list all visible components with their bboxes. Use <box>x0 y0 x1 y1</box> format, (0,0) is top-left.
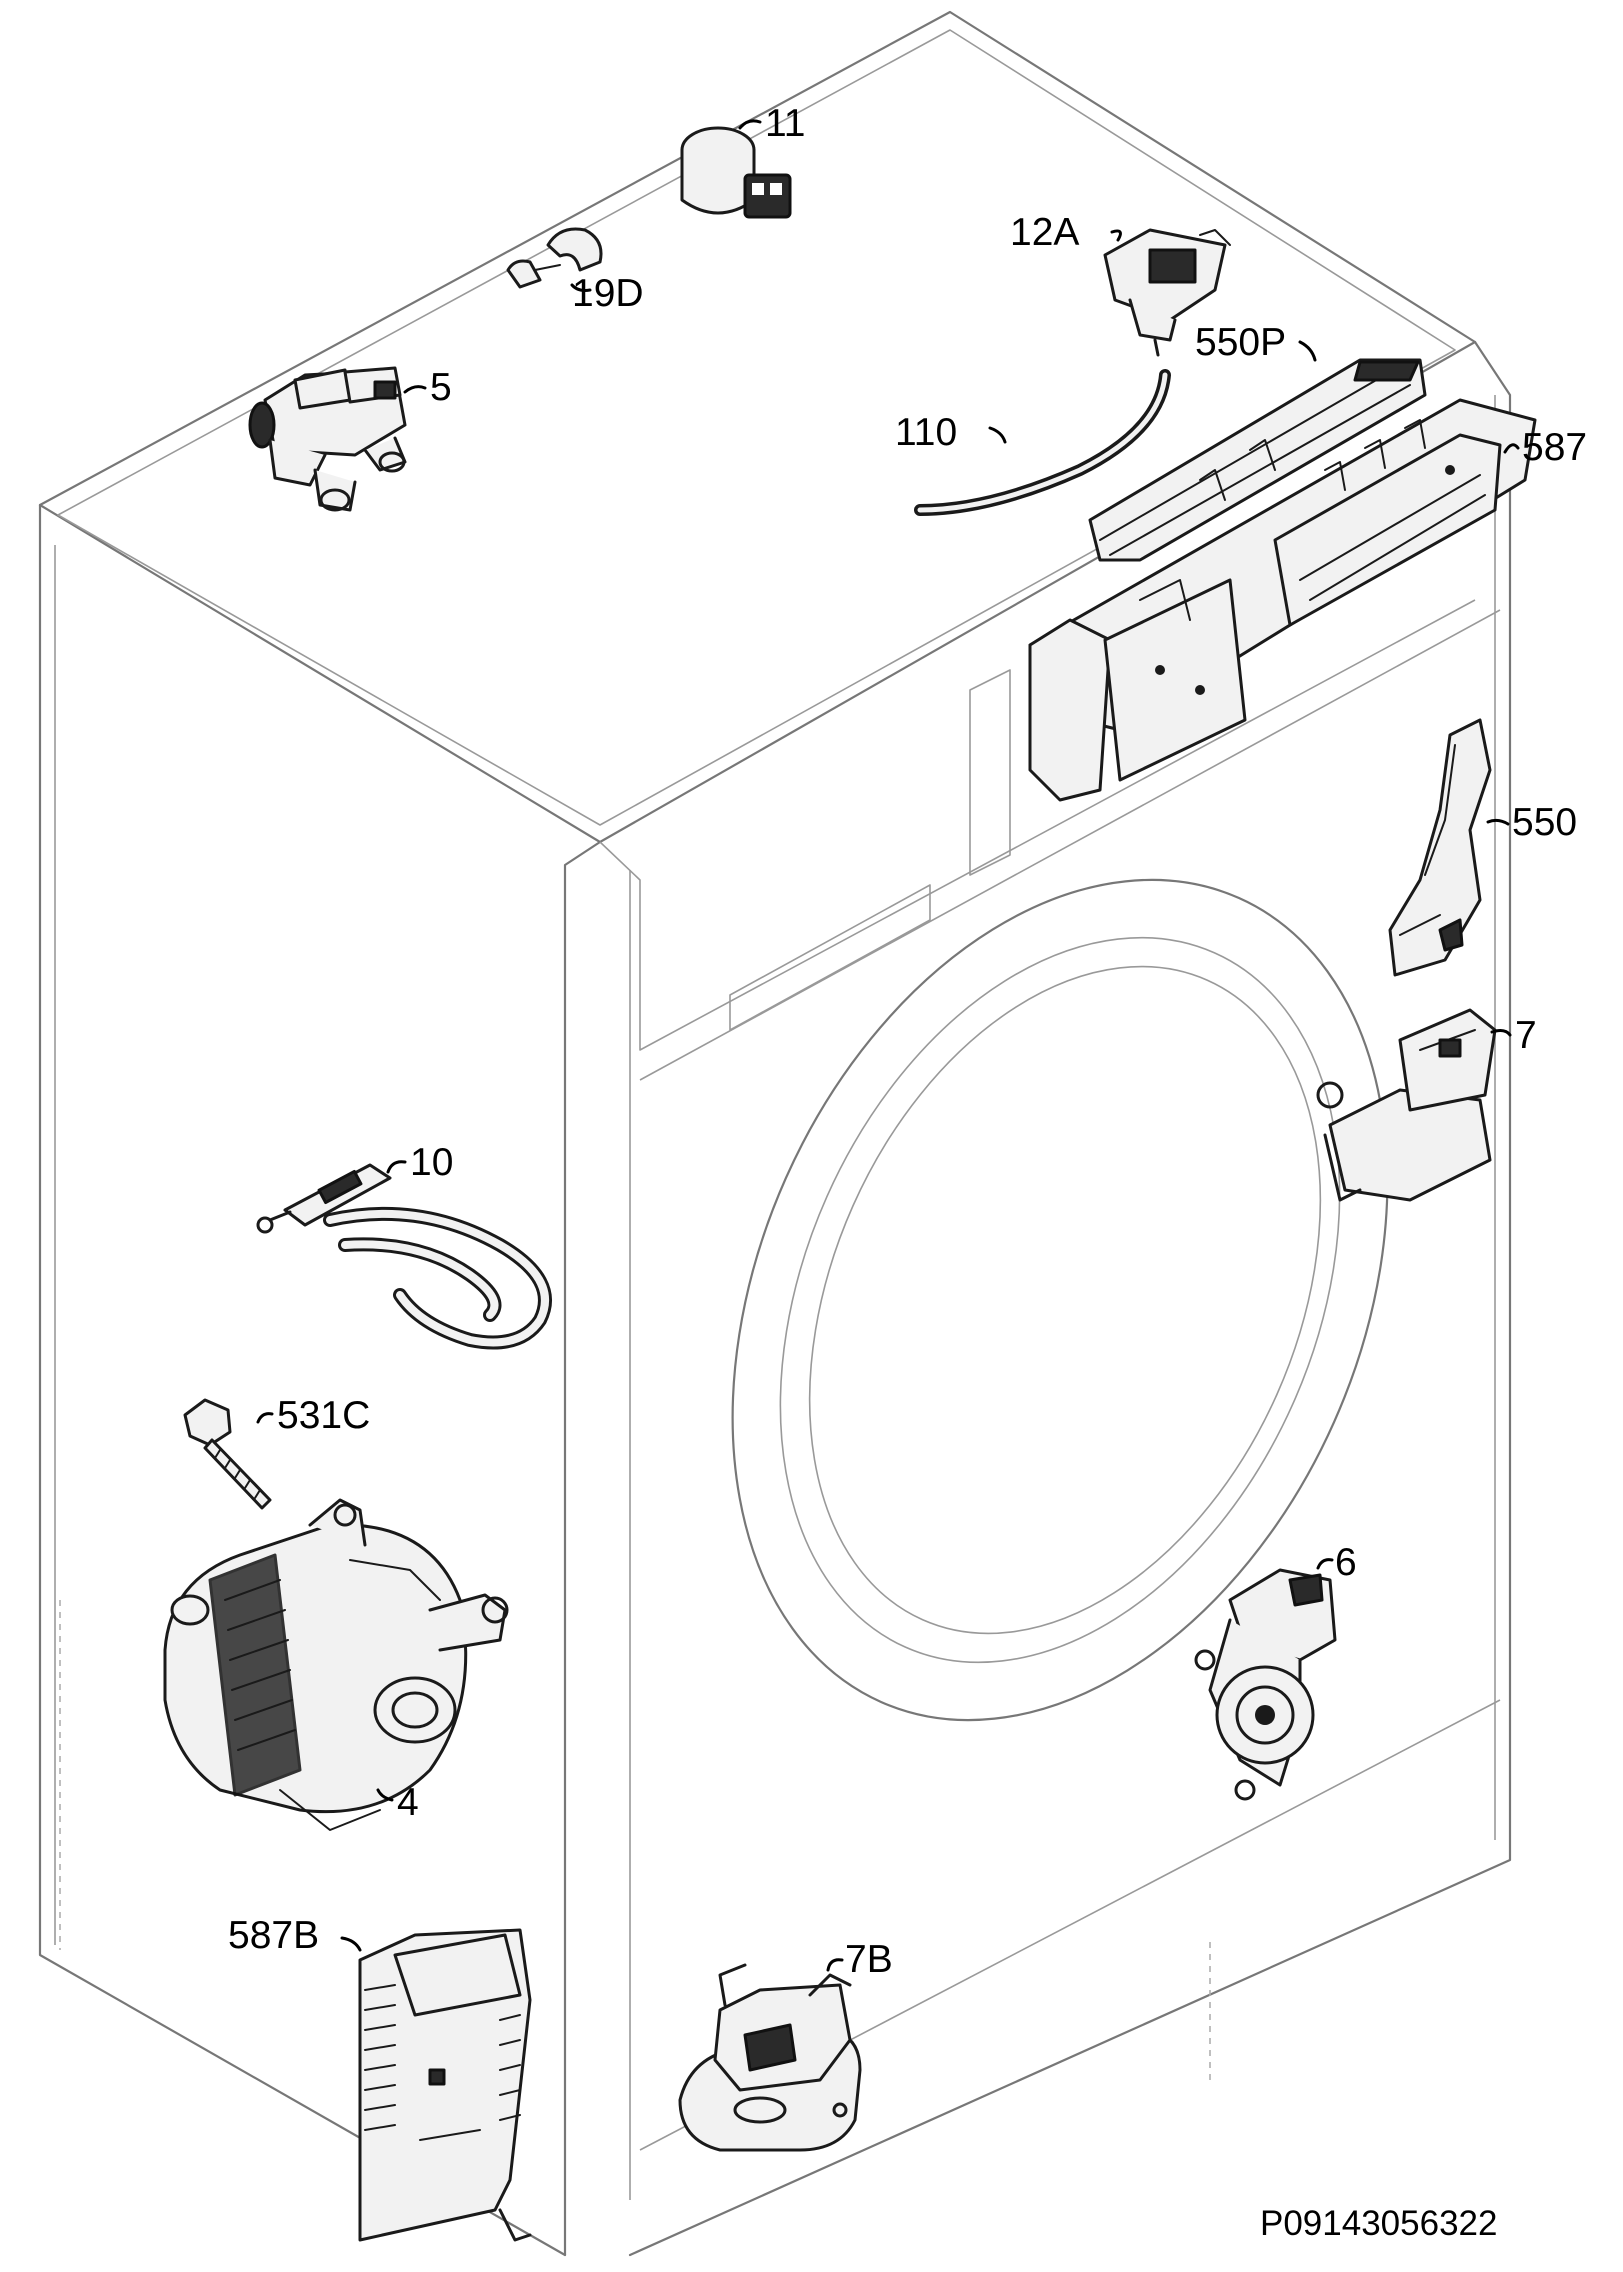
drawing-number: P09143056322 <box>1260 2204 1497 2243</box>
leader-6 <box>1316 1558 1334 1570</box>
leader-7 <box>1490 1029 1512 1037</box>
leader-5 <box>403 385 427 394</box>
callout-110: 110 <box>895 411 957 454</box>
leader-4 <box>376 1788 394 1802</box>
leader-110 <box>988 426 1007 444</box>
callout-labels: 11 19D 12A 5 550P 110 587 550 7 10 531C … <box>228 102 1587 1981</box>
door-interlock-part <box>1316 1008 1497 1202</box>
motor-control-board-part <box>358 1928 532 2242</box>
inlet-valve-part <box>248 366 407 512</box>
door-handle-part <box>1388 718 1492 977</box>
hose-clamp-part <box>506 227 603 289</box>
pressure-hose-part <box>914 369 1171 516</box>
door-lock-7b-part <box>678 1963 862 2152</box>
callout-587: 587 <box>1522 426 1587 469</box>
drive-motor-part <box>163 1498 509 1831</box>
leader-7b <box>826 1958 844 1972</box>
leader-550p <box>1298 340 1317 362</box>
callout-5: 5 <box>430 366 452 409</box>
screw-part <box>183 1398 272 1510</box>
callout-11: 11 <box>765 102 806 145</box>
drain-pump-part <box>1194 1568 1337 1801</box>
machine-cabinet-outline <box>38 10 1512 2257</box>
leader-19d <box>570 283 592 292</box>
leader-550 <box>1486 818 1510 826</box>
leader-531c <box>256 1412 274 1424</box>
callout-7: 7 <box>1515 1014 1537 1057</box>
leader-10 <box>386 1160 407 1174</box>
callout-12a: 12A <box>1010 211 1079 254</box>
leader-587 <box>1503 443 1520 454</box>
callout-10: 10 <box>410 1141 453 1184</box>
leader-lines <box>256 119 1520 1972</box>
noise-filter-part <box>680 126 792 219</box>
callout-550p: 550P <box>1195 321 1286 364</box>
callout-19d: 19D <box>572 272 644 315</box>
heating-element-part <box>256 1163 552 1350</box>
leader-11 <box>738 119 762 130</box>
control-panel-part <box>1088 358 1427 562</box>
main-electronic-board-part <box>1028 398 1537 802</box>
leader-12a <box>1110 229 1122 242</box>
callout-7b: 7B <box>845 1938 893 1981</box>
callout-587b: 587B <box>228 1914 319 1957</box>
leader-587b <box>340 1936 362 1952</box>
callout-4: 4 <box>397 1781 419 1824</box>
callout-531c: 531C <box>277 1394 370 1437</box>
callout-550: 550 <box>1512 801 1577 844</box>
pressure-switch-part <box>1103 228 1231 357</box>
callout-6: 6 <box>1335 1541 1357 1584</box>
